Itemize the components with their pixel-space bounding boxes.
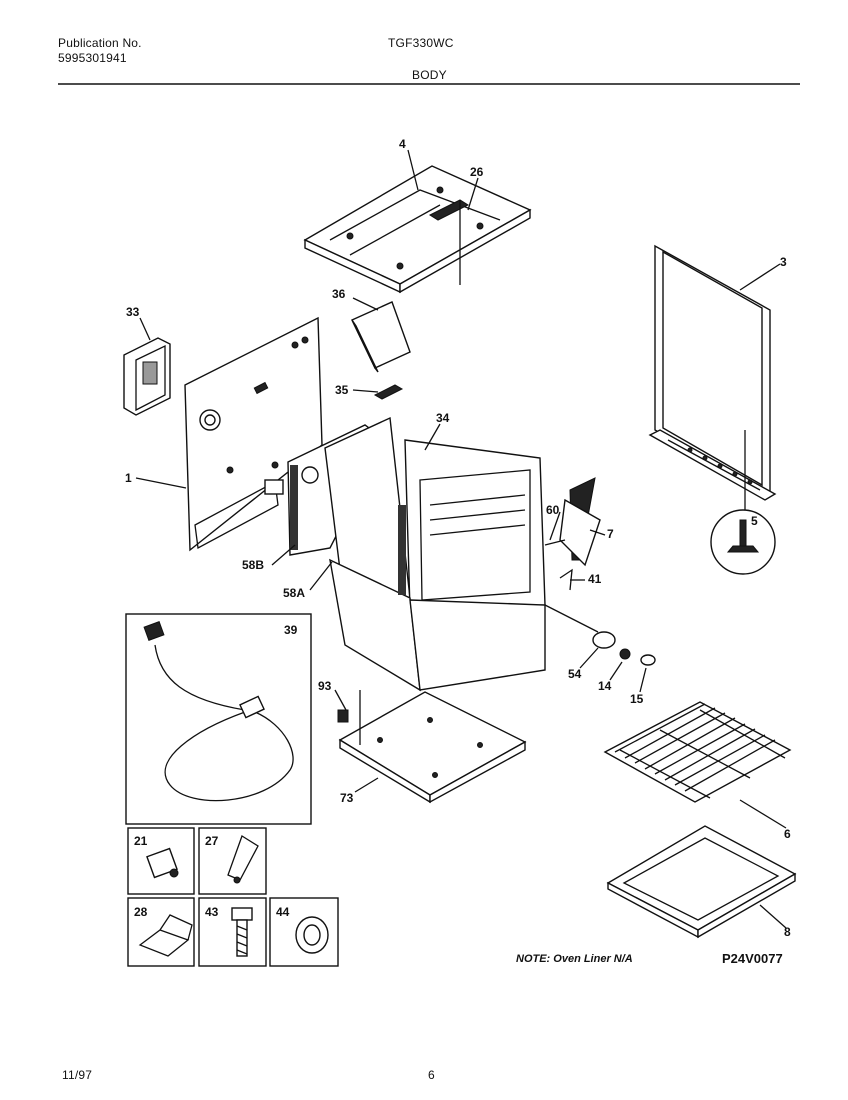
page-number: 6 — [428, 1068, 435, 1082]
part-label-26: 26 — [470, 165, 484, 179]
part-label-33: 33 — [126, 305, 140, 319]
oven-liner-note: NOTE: Oven Liner N/A — [516, 953, 633, 965]
leveling-leg-callout — [710, 430, 776, 575]
part-label-28: 28 — [134, 905, 148, 919]
section-title: BODY — [412, 68, 447, 82]
part-label-35: 35 — [335, 383, 349, 397]
part-label-36: 36 — [332, 287, 346, 301]
vent-duct-part — [351, 301, 411, 400]
part-box-21 — [127, 827, 195, 895]
model-number: TGF330WC — [388, 36, 454, 50]
part-label-3: 3 — [780, 255, 787, 269]
part-label-15: 15 — [630, 692, 644, 706]
publication-label: Publication No. — [58, 36, 142, 50]
broiler-pan-part — [606, 825, 797, 939]
part-label-60: 60 — [546, 503, 560, 517]
side-panel-part — [648, 244, 777, 501]
part-label-93: 93 — [318, 679, 332, 693]
part-label-27: 27 — [205, 834, 219, 848]
part-label-34: 34 — [436, 411, 450, 425]
bottom-panel-part — [337, 690, 527, 804]
part-label-4: 4 — [399, 137, 406, 151]
part-label-43: 43 — [205, 905, 219, 919]
oven-rack-part — [603, 701, 792, 803]
part-label-21: 21 — [134, 834, 148, 848]
bracket-part-33 — [123, 337, 171, 416]
leader-lines — [135, 149, 787, 929]
publication-number: 5995301941 — [58, 51, 127, 65]
part-label-41: 41 — [588, 572, 602, 586]
part-label-44: 44 — [276, 905, 290, 919]
power-cord-box — [125, 613, 312, 825]
part-label-73: 73 — [340, 791, 354, 805]
part-box-27 — [198, 827, 267, 895]
part-box-43 — [198, 897, 267, 967]
back-panel-part — [184, 316, 323, 552]
footer-date: 11/97 — [62, 1068, 93, 1082]
part-label-54: 54 — [568, 667, 582, 681]
burner-parts — [544, 604, 656, 666]
part-label-7: 7 — [607, 527, 614, 541]
part-label-6: 6 — [784, 827, 791, 841]
part-box-44 — [269, 897, 339, 967]
hinge-parts — [544, 477, 601, 591]
part-box-28 — [127, 897, 195, 967]
oven-body-part — [287, 416, 546, 692]
part-label-5: 5 — [751, 514, 758, 528]
part-label-58B: 58B — [242, 558, 264, 572]
diagram-code: P24V0077 — [722, 951, 783, 966]
part-label-14: 14 — [598, 679, 612, 693]
top-panel-part — [303, 165, 532, 294]
part-label-58A: 58A — [283, 586, 305, 600]
part-label-39: 39 — [284, 623, 298, 637]
part-label-1: 1 — [125, 471, 132, 485]
part-label-8: 8 — [784, 925, 791, 939]
